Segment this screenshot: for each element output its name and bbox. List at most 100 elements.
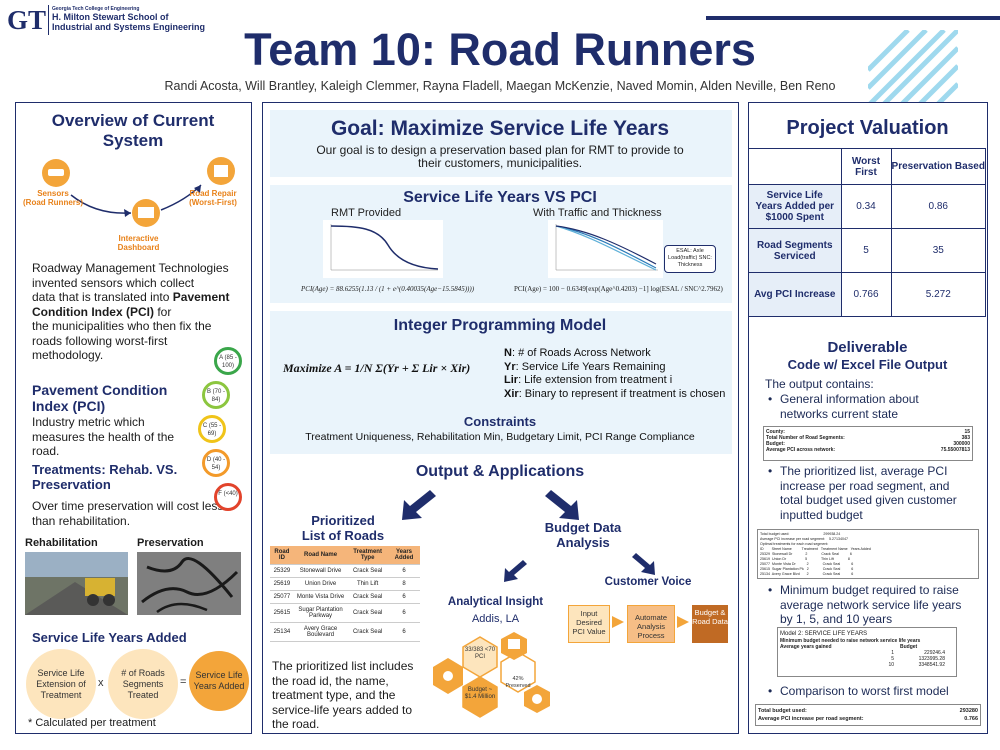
valuation-cell-0-1: 0.34 [840, 184, 892, 229]
goal-text-line-2: their customers, municipalities. [417, 156, 583, 170]
table-row: Service Life Years Added per $1000 Spent… [749, 184, 986, 229]
ip-legend-y: Yr: Service Life Years Remaining [504, 361, 725, 375]
prioritized-text-line-2: the road id, the name, [272, 673, 389, 688]
output-title: Output & Applications [415, 463, 585, 480]
sheet1-label-0: County: [766, 429, 785, 435]
budget-title: Budget Data Analysis [523, 520, 643, 550]
sheet2-line-7: 25615 Sugar Plantation Pk 2 Crack Seal 6 [760, 567, 854, 571]
deliverable-intro: The output contains: [765, 377, 874, 391]
ip-legend-l-key: Lir [504, 374, 519, 386]
roads-cell-2-0: 25077 [270, 590, 294, 604]
overview-text-pavement: Pavement [172, 290, 230, 304]
roads-cell-2-1: Monte Vista Drive [293, 590, 348, 604]
esal-note: ESAL: Axle Load(traffic) SNC: Thickness [664, 245, 716, 273]
sheet4-row-1: Average PCI increase per road segment: 0.… [758, 715, 978, 723]
ip-legend-x-key: Xir [504, 387, 519, 400]
pci-grade-4: F (<40) [214, 483, 242, 511]
arrow-down-left-icon [402, 490, 436, 520]
hex-preserved: 42% Preserved [505, 676, 531, 689]
ip-legend-y-key: Yr [504, 360, 516, 373]
flow-arrowhead-1 [124, 209, 131, 217]
treatments-title-line-1: Treatments: Rehab. VS. [32, 462, 178, 477]
school-name: Georgia Tech College of Engineering H. M… [52, 6, 205, 32]
pci-grade-0: A (85 - 100) [214, 347, 242, 375]
sly-title: Service Life Years Added [32, 630, 187, 645]
valuation-cell-1-2: 35 [890, 228, 986, 273]
roads-header-1: Road Name [293, 546, 348, 565]
node-sensors-line-1: Sensors [37, 189, 69, 198]
node-sensors-line-2: (Road Runners) [23, 198, 83, 207]
poster-title: Team 10: Road Runners [244, 24, 756, 75]
header-rule [706, 16, 1000, 20]
overview-title-line-2: System [102, 131, 164, 150]
goal-box [270, 110, 732, 177]
hex-below-70: 33/383 <70 PCI [464, 647, 496, 660]
sheet1-label-2: Budget: [766, 441, 785, 447]
constraints-text: Treatment Uniqueness, Rehabilitation Min… [305, 431, 695, 443]
overview-text-line-2: invented sensors which collect [32, 275, 195, 290]
roads-cell-0-2: Crack Seal [347, 564, 389, 578]
constraints-title: Constraints [463, 414, 537, 429]
valuation-header-row: Worst First Preservation Based [749, 148, 986, 185]
sheet4-value-0: 293280 [959, 708, 978, 714]
roads-cell-0-3: 6 [388, 564, 420, 578]
valuation-body: Service Life Years Added per $1000 Spent… [749, 184, 986, 317]
budget-title-line-1: Budget Data [544, 520, 622, 535]
rmt-curve-chart [323, 220, 443, 278]
sheet3-budget-0: 229246.4 [924, 650, 945, 656]
roads-cell-1-1: Union Drive [293, 577, 348, 591]
school-line-2: Industrial and Systems Engineering [52, 22, 206, 32]
prioritized-text-line-3: treatment type, and the [272, 688, 396, 702]
sheet4-label-1: Average PCI increase per road segment: [758, 716, 864, 722]
sheet2-line-3: ID Street Name Treatment Treatment Name … [760, 547, 871, 551]
roads-cell-0-0: 25329 [270, 564, 294, 578]
treatments-title-line-2: Preservation [32, 477, 111, 492]
sheet-model2-subtitle: Minimum budget needed to raise network s… [780, 638, 921, 644]
roads-cell-1-3: 8 [388, 577, 420, 591]
ip-legend: N: # of Roads Across Network Yr: Service… [504, 347, 725, 401]
sheet2-line-8: 25134 Avery Grace Blvd 2 Crack Seal 6 [760, 572, 854, 576]
sheet-model2: Model 2: SERVICE LIFE YEARS Minimum budg… [777, 627, 957, 677]
bullet-prioritized-line-4: inputted budget [780, 507, 863, 522]
prioritized-text-line-5: the road. [272, 717, 320, 731]
ip-legend-n-text: : # of Roads Across Network [511, 347, 651, 359]
school-college: Georgia Tech College of Engineering [52, 6, 140, 12]
goal-text: Our goal is to design a preservation bas… [263, 144, 737, 170]
bullet-prioritized-list: The prioritized list, average PCI increa… [768, 464, 980, 522]
roads-header-0: Road ID [270, 546, 294, 565]
overview-text-line-7: methodology. [32, 348, 104, 362]
overview-text-line-1: Roadway Management Technologies [32, 261, 229, 275]
bullet-general-info-line-1: General information about [780, 392, 919, 406]
pci-text-line-3: road. [32, 444, 60, 458]
arrow-down-right-icon [545, 490, 579, 520]
roads-cell-2-2: Crack Seal [347, 590, 389, 604]
roads-cell-4-2: Crack Seal [347, 622, 389, 642]
valuation-cell-2-0: Avg PCI Increase [749, 272, 842, 317]
roads-cell-4-0: 25134 [270, 622, 294, 642]
logo-divider [48, 5, 49, 35]
sheet4-value-1: 0.766 [964, 716, 978, 722]
goal-text-line-1: Our goal is to design a preservation bas… [316, 143, 684, 157]
sheet-model2-head-years: Average years gained [780, 644, 832, 650]
formula-rmt: PCI(Age) = 88.6255(1.13 / (1 + e^(0.4003… [301, 285, 475, 293]
overview-title: Overview of Current System [16, 111, 250, 151]
eq-circle-extension: Service Life Extension of Treatment [26, 649, 96, 719]
ip-legend-x-text: : Binary to represent if treatment is ch… [518, 387, 726, 400]
sheet4-row-0: Total budget used:293280 [758, 707, 978, 715]
authors: Randi Acosta, Will Brantley, Kaleigh Cle… [164, 79, 836, 93]
sheet3-years-1: 5 [891, 656, 894, 662]
bullet-general-info: General information about networks curre… [768, 392, 980, 421]
overview-text-line-3a: data that is translated into [32, 290, 173, 304]
pci-title-line-1: Pavement Condition [32, 382, 168, 398]
sheet2-line-2: Optimal treatments for each road segment… [760, 542, 829, 546]
pci-title: Pavement Condition Index (PCI) [32, 382, 192, 414]
valuation-cell-0-2: 0.86 [890, 184, 986, 229]
svg-text:GT: GT [7, 5, 46, 34]
